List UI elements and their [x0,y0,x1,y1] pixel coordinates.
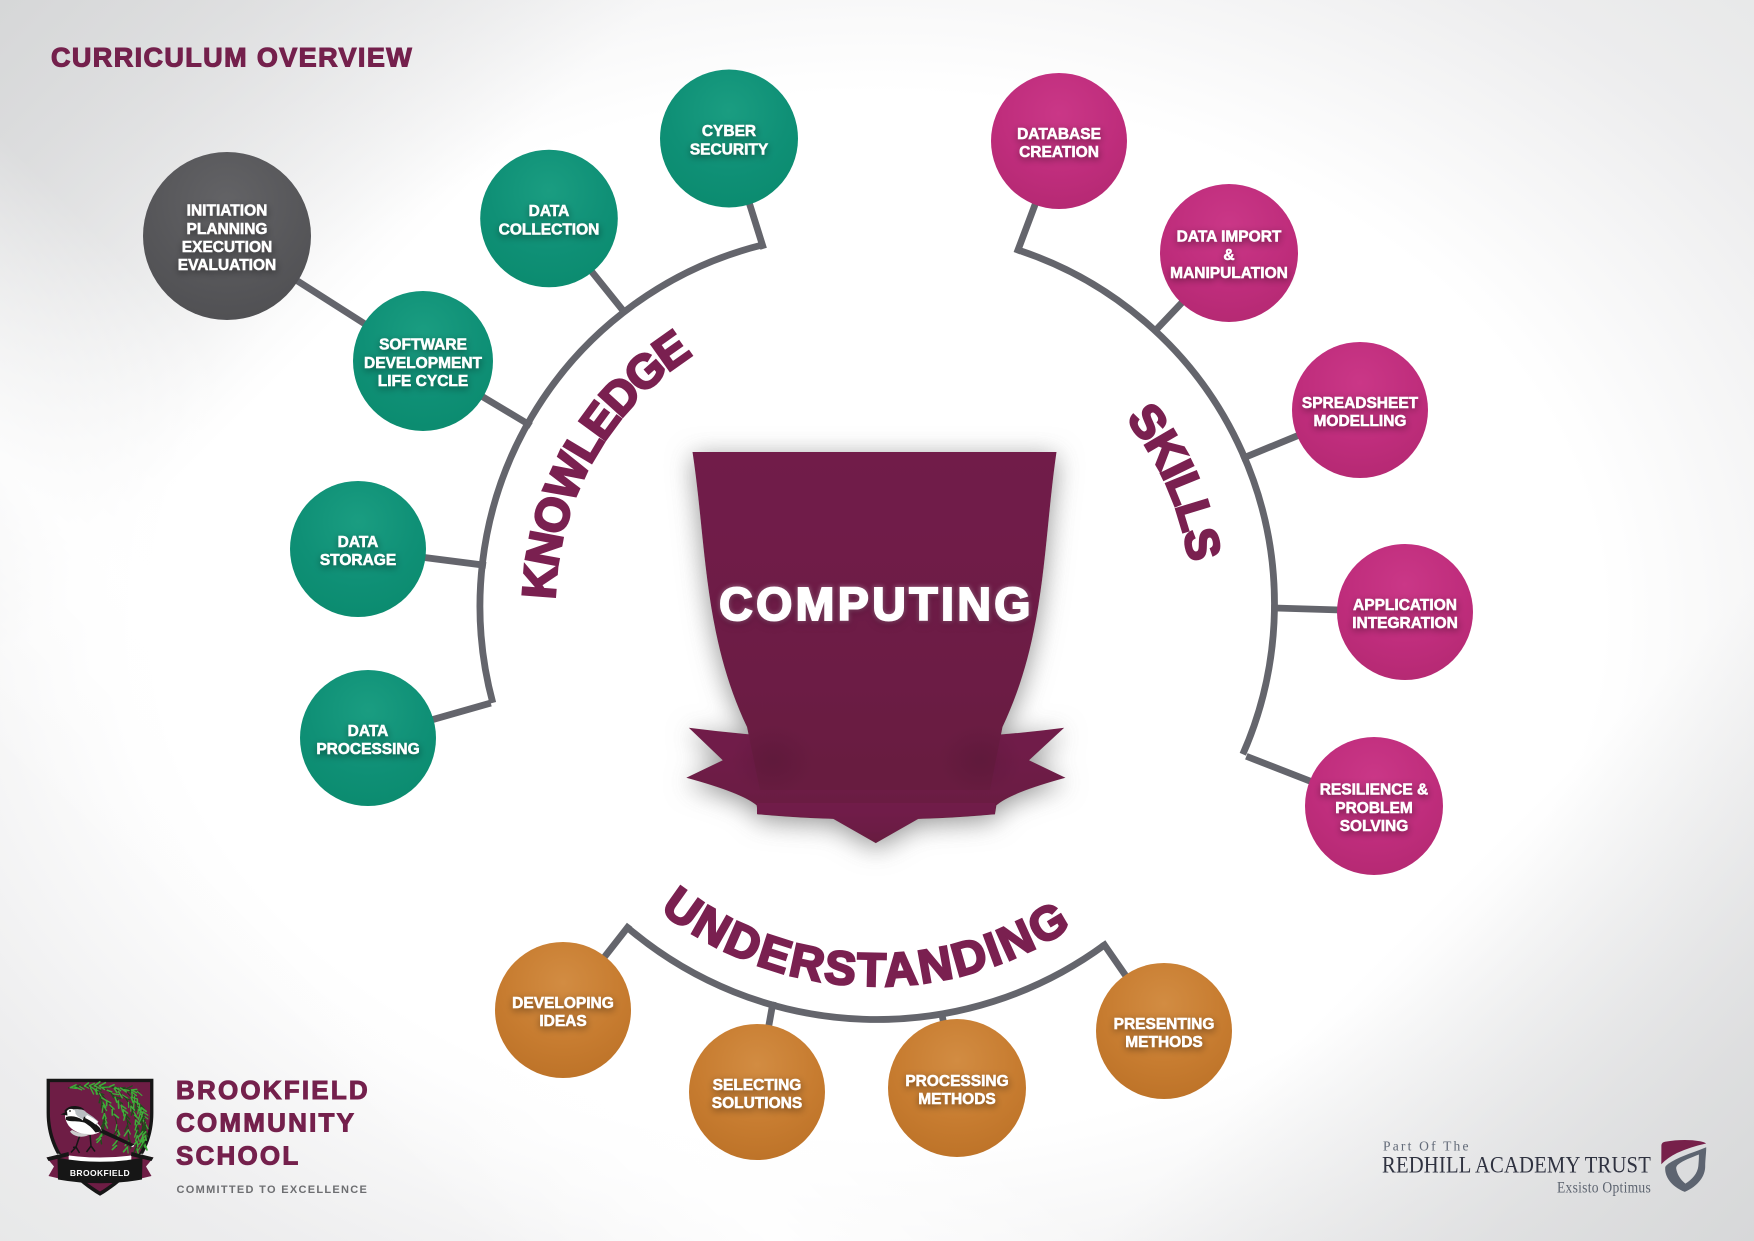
svg-text:UNDERSTANDING: UNDERSTANDING [654,876,1077,996]
svg-text:Exsisto Optimus: Exsisto Optimus [1557,1180,1651,1197]
svg-text:SKILLS: SKILLS [1118,393,1232,564]
svg-text:BROOKFIELD: BROOKFIELD [70,1168,130,1178]
svg-text:Part Of The: Part Of The [1383,1139,1471,1154]
svg-text:COMPUTING: COMPUTING [719,578,1034,630]
svg-text:KNOWLEDGE: KNOWLEDGE [512,319,699,600]
svg-text:CURRICULUM OVERVIEW: CURRICULUM OVERVIEW [51,43,413,73]
svg-text:REDHILL ACADEMY TRUST: REDHILL ACADEMY TRUST [1382,1153,1651,1179]
svg-text:COMMITTED TO EXCELLENCE: COMMITTED TO EXCELLENCE [177,1184,369,1196]
svg-text:DATA IMPORT&MANIPULATION: DATA IMPORT&MANIPULATION [1170,229,1288,282]
svg-text:COMPUTING: COMPUTING [719,578,1034,630]
